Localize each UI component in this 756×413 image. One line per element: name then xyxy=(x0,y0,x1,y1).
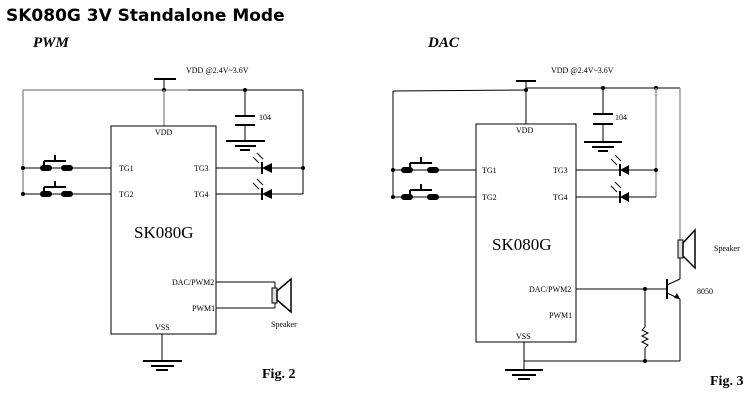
dac-button-tg2-icon xyxy=(391,184,476,200)
pwm-pin-vss: VSS xyxy=(155,323,170,332)
dac-pin-vdd: VDD xyxy=(516,126,534,135)
dac-capacitor-icon xyxy=(584,88,622,152)
pwm-speaker-label: Speaker xyxy=(271,320,297,329)
dac-chip xyxy=(475,123,577,343)
pwm-led-tg4-icon xyxy=(216,178,303,200)
dac-pin-tg4: TG4 xyxy=(553,193,568,202)
pwm-pin-pwm1: PWM1 xyxy=(192,304,215,313)
dac-pin-vss: VSS xyxy=(516,332,531,341)
pwm-ground-icon xyxy=(143,334,182,371)
pwm-mode-label: PWM xyxy=(33,35,70,51)
pwm-pin-dac-pwm2: DAC/PWM2 xyxy=(172,278,214,287)
dac-schematic: DAC VDD @2.4V~3.6V 104 VDD TG1 TG2 TG3 T… xyxy=(391,35,743,389)
dac-led-tg4-icon xyxy=(576,181,656,203)
dac-pin-tg1: TG1 xyxy=(482,166,497,175)
dac-top-rail-left xyxy=(392,89,527,92)
fig-3-label: Fig. 3 xyxy=(710,374,743,389)
dac-pin-dac-pwm2: DAC/PWM2 xyxy=(529,285,571,294)
dac-button-tg1-icon xyxy=(391,157,476,173)
dac-mode-label: DAC xyxy=(427,35,460,51)
dac-speaker-icon xyxy=(677,228,696,279)
pwm-chip xyxy=(110,125,217,335)
dac-supply-label: VDD @2.4V~3.6V xyxy=(551,66,614,75)
fig-2-label: Fig. 2 xyxy=(262,367,295,382)
pwm-pin-tg1: TG1 xyxy=(119,164,134,173)
pwm-chip-name: SK080G xyxy=(134,223,194,242)
dac-led-tg3-icon xyxy=(576,154,656,176)
pwm-supply-label: VDD @2.4V~3.6V xyxy=(186,66,249,75)
pwm-pin-tg3: TG3 xyxy=(194,164,209,173)
pwm-led-tg3-icon xyxy=(216,152,303,174)
pwm-speaker-icon xyxy=(216,277,292,314)
dac-pin-tg2: TG2 xyxy=(482,193,497,202)
pwm-capacitor-label: 104 xyxy=(259,113,271,122)
pwm-capacitor-icon xyxy=(226,90,265,151)
pwm-button-tg1-icon xyxy=(21,155,111,171)
dac-pin-pwm1: PWM1 xyxy=(549,311,572,320)
dac-resistor-icon xyxy=(640,289,650,363)
dac-speaker-label: Speaker xyxy=(714,244,740,253)
pwm-button-tg2-icon xyxy=(21,181,111,197)
pwm-pin-vdd: VDD xyxy=(155,128,173,137)
pwm-schematic: PWM VDD @2.4V~3.6V 104 VDD TG1 TG xyxy=(21,35,305,382)
pwm-pin-tg4: TG4 xyxy=(194,190,209,199)
dac-chip-name: SK080G xyxy=(492,235,552,254)
dac-capacitor-label: 104 xyxy=(615,113,627,122)
dac-pin-tg3: TG3 xyxy=(553,166,568,175)
dac-ground-icon xyxy=(505,342,543,380)
pwm-pin-tg2: TG2 xyxy=(119,190,134,199)
dac-transistor-label: 8050 xyxy=(697,287,713,296)
page-title: SK080G 3V Standalone Mode xyxy=(6,6,285,26)
dac-transistor-icon xyxy=(576,278,681,361)
